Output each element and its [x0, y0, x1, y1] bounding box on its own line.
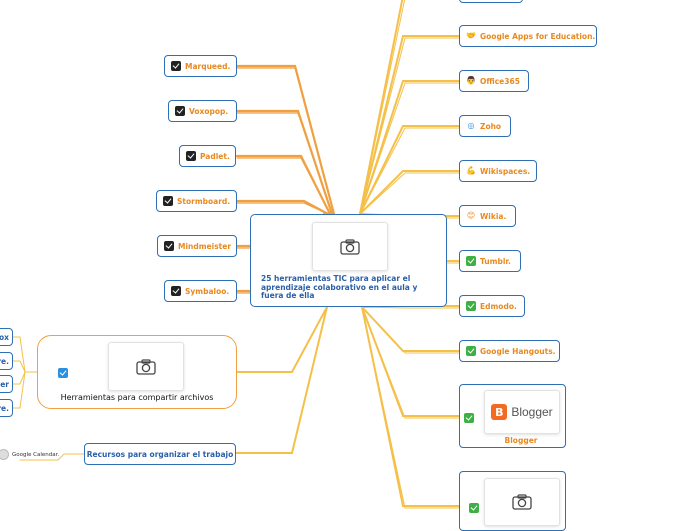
checkbox-icon: [163, 196, 173, 206]
green-check-icon: [464, 413, 474, 423]
face-icon: 😊: [466, 211, 476, 220]
right-item-edmodo[interactable]: Edmodo.: [459, 295, 525, 317]
blue-check-icon: [58, 368, 68, 378]
right-item-tumblr[interactable]: Tumblr.: [459, 250, 521, 272]
arm-icon: 💪: [466, 166, 476, 175]
center-title: 25 herramientas TIC para aplicar el apre…: [261, 274, 418, 300]
right-item-wikispaces[interactable]: 💪Wikispaces.: [459, 160, 537, 182]
checkbox-icon: [186, 151, 196, 161]
right-item-partial-top[interactable]: [459, 0, 523, 3]
google-calendar-leaf[interactable]: Google Calendar.: [0, 449, 59, 460]
connector-organize: [235, 306, 328, 454]
connector-left: [236, 112, 333, 215]
left-item-voxopop[interactable]: Voxopop.: [168, 100, 237, 122]
connector-left: [236, 157, 331, 215]
blogger-b-icon: B: [491, 404, 508, 420]
connector-left: [235, 199, 330, 216]
connector-right: [359, 82, 460, 215]
connector-right: [359, 127, 460, 215]
green-check-icon: [466, 301, 476, 311]
checkbox-icon: [171, 286, 181, 296]
connector-right: [359, 80, 460, 215]
connector-file-leaf: [12, 371, 38, 409]
checkbox-icon: [164, 241, 174, 251]
image-placeholder: [484, 478, 560, 526]
camera-icon: [512, 494, 532, 510]
center-image: [312, 222, 388, 271]
green-check-icon: [466, 346, 476, 356]
left-item-stormboard[interactable]: Stormboard.: [156, 190, 237, 212]
person-icon: 👨: [466, 76, 476, 85]
connector-right: [361, 306, 460, 419]
file-leaf-1[interactable]: ox: [0, 328, 13, 346]
left-item-marqueed[interactable]: Marqueed.: [164, 55, 237, 77]
files-group-node[interactable]: Herramientas para compartir archivos: [37, 335, 237, 409]
calendar-icon: [0, 449, 9, 460]
connector-left: [235, 109, 334, 216]
connector-left: [236, 67, 335, 215]
connector-files: [236, 306, 328, 373]
right-item-blogger[interactable]: B Blogger Blogger: [459, 384, 566, 448]
hand-icon: 🤝: [466, 31, 476, 40]
right-item-google-apps[interactable]: 🤝Google Apps for Education.: [459, 25, 597, 47]
file-leaf-4[interactable]: re.: [0, 399, 13, 417]
connector-right: [359, 125, 460, 215]
blogger-label: Blogger: [504, 436, 538, 445]
connector-file-leaf: [12, 336, 38, 373]
green-check-icon: [466, 256, 476, 266]
left-item-symbaloo[interactable]: Symbaloo.: [164, 280, 237, 302]
connector-right: [361, 306, 460, 354]
organize-node[interactable]: Recursos para organizar el trabajo: [84, 443, 236, 465]
checkbox-icon: [171, 61, 181, 71]
file-leaf-3[interactable]: Fer: [0, 375, 13, 393]
file-leaf-2[interactable]: re.: [0, 352, 13, 370]
center-topic[interactable]: 25 herramientas TIC para aplicar el apre…: [250, 214, 447, 307]
connector-right: [361, 306, 460, 509]
left-item-padlet[interactable]: Padlet.: [179, 145, 236, 167]
blogger-logo: B Blogger: [484, 390, 560, 434]
right-item-office365[interactable]: 👨Office365: [459, 70, 529, 92]
files-image: [108, 342, 184, 391]
checkbox-icon: [175, 106, 185, 116]
check-circle-icon: ◎: [467, 121, 475, 130]
right-item-google-hangouts[interactable]: Google Hangouts.: [459, 340, 560, 362]
connector-right: [361, 306, 460, 507]
files-group-title: Herramientas para compartir archivos: [60, 393, 214, 402]
connector-left: [236, 202, 329, 215]
left-item-mindmeister[interactable]: Mindmeister: [157, 235, 237, 257]
connector-right: [361, 306, 460, 309]
camera-icon: [340, 238, 360, 255]
connector-calendar: [19, 453, 85, 461]
connector-right: [359, 35, 460, 215]
connector-right: [359, 0, 406, 215]
connector-right: [359, 172, 460, 215]
green-check-icon: [469, 503, 479, 513]
right-item-wikia[interactable]: 😊Wikia.: [459, 205, 516, 227]
right-item-image-node[interactable]: [459, 471, 566, 531]
connector-right: [359, 170, 460, 215]
connector-right: [359, 37, 460, 215]
connector-right: [359, 0, 404, 215]
right-item-zoho[interactable]: ◎Zoho: [459, 115, 511, 137]
camera-icon: [136, 358, 156, 375]
